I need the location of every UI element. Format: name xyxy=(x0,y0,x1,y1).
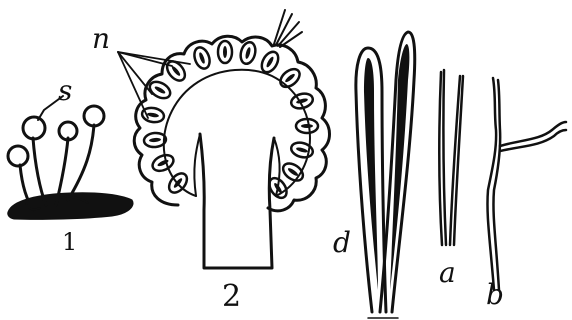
fig1-sporangiophores: s 1 xyxy=(8,74,133,256)
fig2-stroma: n 2 xyxy=(92,10,330,314)
label-a: a xyxy=(439,256,456,289)
label-s: s xyxy=(58,74,72,107)
sporangium xyxy=(8,146,28,166)
stroma-head-outline xyxy=(134,36,329,211)
label-fig1: 1 xyxy=(62,228,77,256)
stroma-stipe xyxy=(200,134,274,268)
label-b: b xyxy=(486,278,504,311)
sporangium xyxy=(84,106,104,126)
sporangium xyxy=(23,117,45,139)
fig-a-paraphyses: a xyxy=(439,70,463,289)
label-n: n xyxy=(92,22,110,55)
fig-d-asci: d xyxy=(333,32,415,318)
fig-b-germinating-spore: b xyxy=(486,78,566,311)
label-fig2: 2 xyxy=(222,279,241,314)
label-d: d xyxy=(333,226,351,259)
